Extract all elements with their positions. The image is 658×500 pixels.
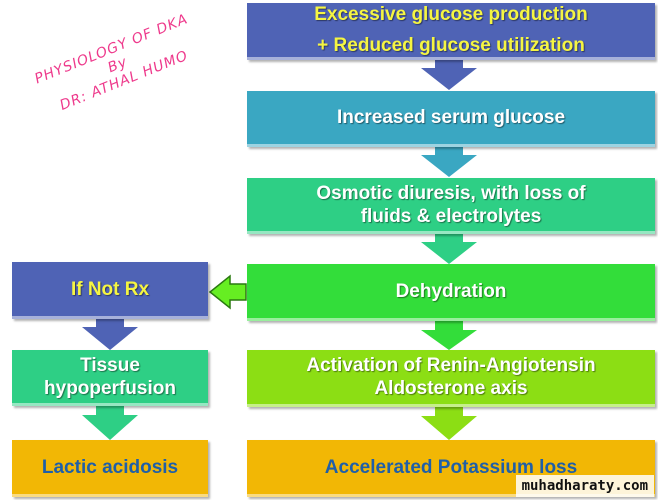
arrow-down-icon	[421, 145, 477, 177]
box-text: Dehydration	[395, 280, 507, 302]
box-text: Aldosterone axis	[374, 378, 528, 399]
box-glucose-production: Excessive glucose production + Reduced gl…	[247, 3, 655, 60]
box-dehydration: Dehydration	[247, 264, 655, 321]
box-text: Lactic acidosis	[41, 456, 179, 478]
box-serum-glucose: Increased serum glucose	[247, 91, 655, 147]
arrow-down-icon	[421, 232, 477, 264]
box-text: Increased serum glucose	[336, 107, 566, 128]
box-text: Osmotic diuresis, with loss of	[316, 182, 586, 204]
arrow-down-icon	[421, 320, 477, 350]
box-if-not-rx: If Not Rx	[12, 262, 208, 319]
box-text: Activation of Renin-Angiotensin	[306, 355, 596, 376]
box-text: hypoperfusion	[44, 377, 176, 399]
arrow-left-icon	[208, 274, 247, 310]
arrow-down-icon	[421, 58, 477, 90]
arrow-down-icon	[82, 317, 138, 350]
box-text: Tissue	[80, 354, 140, 376]
box-text: + Reduced glucose utilization	[317, 35, 585, 56]
arrow-down-icon	[421, 406, 477, 440]
box-lactic-acidosis: Lactic acidosis	[12, 440, 208, 497]
box-text: Excessive glucose production	[314, 4, 588, 25]
watermark: muhadharaty.com	[515, 475, 654, 497]
box-text: Accelerated Potassium loss	[324, 456, 578, 478]
box-text: If Not Rx	[70, 278, 150, 300]
box-potassium-loss: Accelerated Potassium loss	[247, 440, 655, 497]
box-text: fluids & electrolytes	[360, 205, 542, 227]
arrow-down-icon	[82, 405, 138, 440]
